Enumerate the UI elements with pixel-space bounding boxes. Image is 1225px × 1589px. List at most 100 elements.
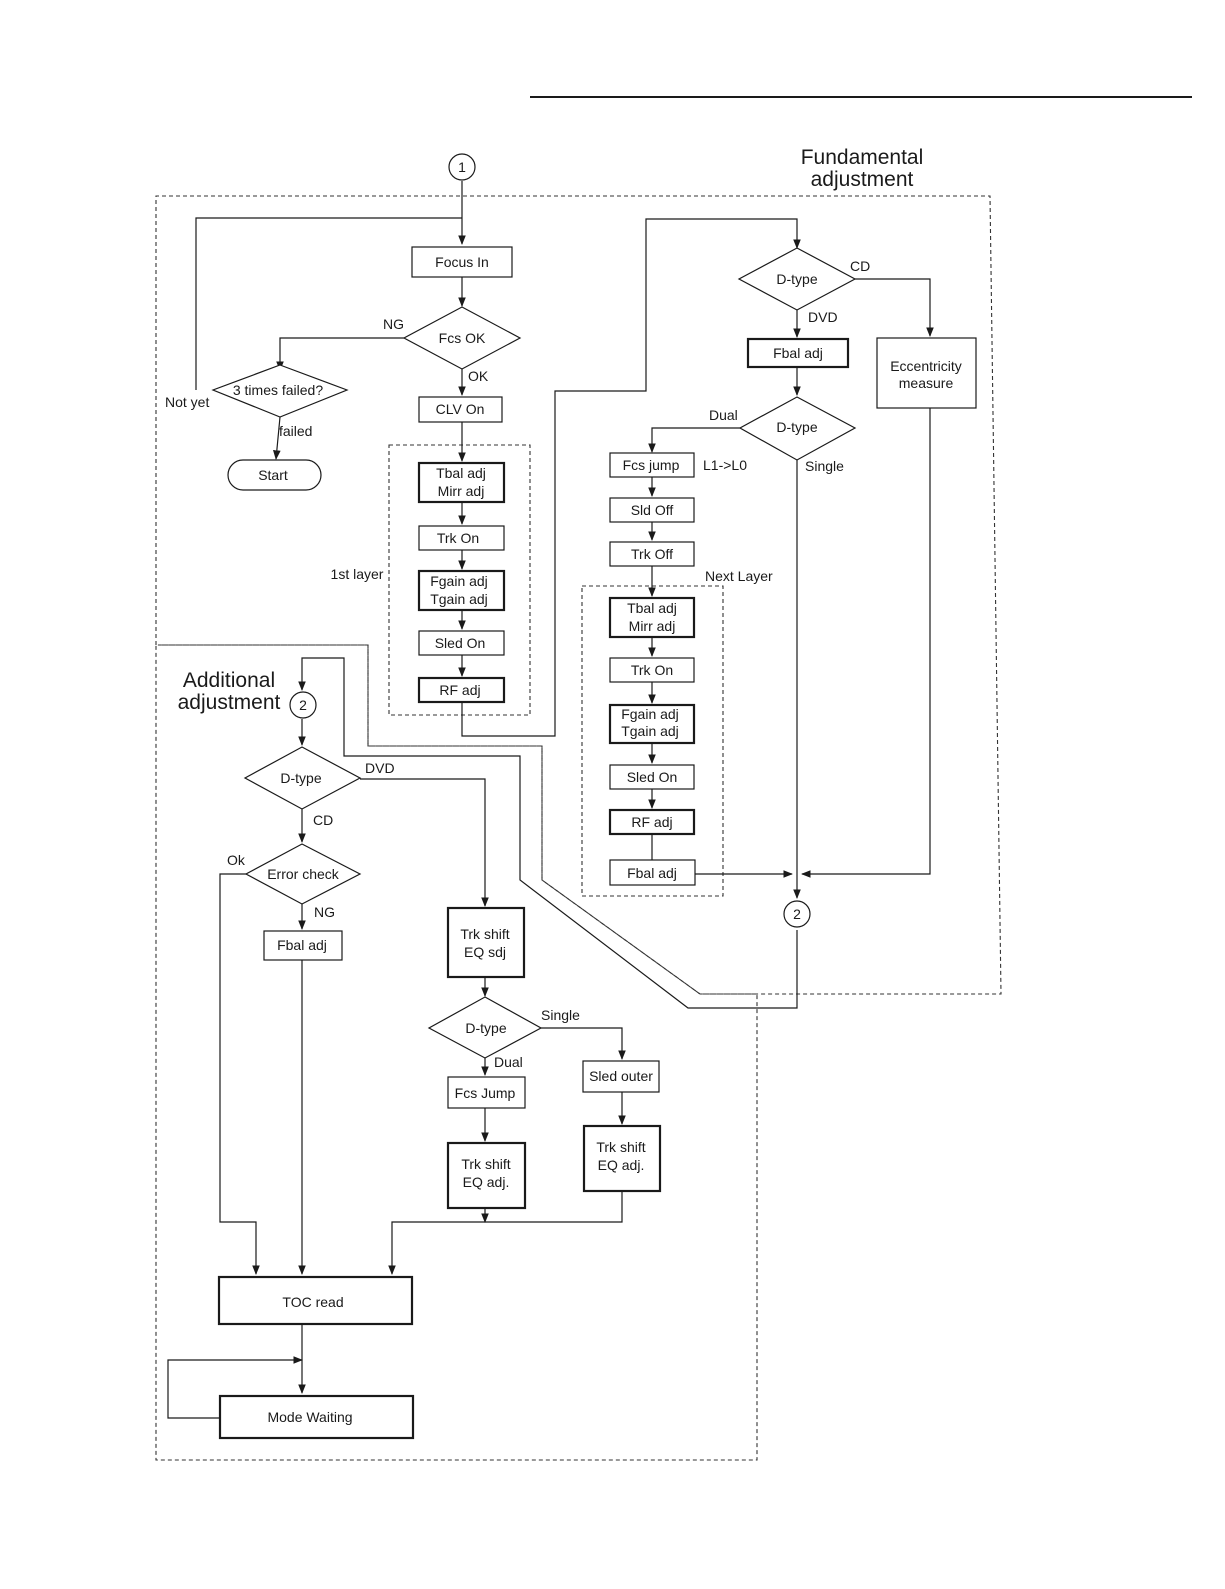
edge-label-ok: OK (468, 368, 489, 384)
svg-text:CLV On: CLV On (436, 401, 485, 417)
edge-label-not-yet: Not yet (165, 394, 209, 410)
svg-text:Start: Start (258, 467, 288, 483)
svg-text:Trk shift: Trk shift (461, 1156, 510, 1172)
eccentricity-measure-box: Eccentricity measure (876, 337, 977, 409)
svg-text:3 times failed?: 3 times failed? (233, 382, 323, 398)
edge-label-add-ok: Ok (227, 852, 246, 868)
clv-on-box: CLV On (418, 396, 503, 423)
focus-in-box: Focus In (411, 246, 513, 278)
sld-off-box: Sld Off (609, 497, 695, 523)
svg-text:Focus In: Focus In (435, 254, 489, 270)
svg-text:Fbal adj: Fbal adj (627, 865, 677, 881)
edge-label-ng: NG (383, 316, 404, 332)
edge-label-single: Single (805, 458, 844, 474)
next-layer-label: Next Layer (705, 568, 773, 584)
rf-adj-box-2: RF adj (608, 808, 696, 836)
trk-shift-eq-sdj-box: Trk shift EQ sdj (446, 906, 526, 979)
fundamental-region (155, 195, 1002, 995)
dtype-decision-additional: D-type (243, 746, 362, 810)
svg-text:TOC read: TOC read (282, 1294, 343, 1310)
svg-text:Tbal adj: Tbal adj (627, 600, 677, 616)
mode-waiting-box: Mode Waiting (218, 1394, 415, 1440)
tbal-mirr-adj-box: Tbal adj Mirr adj (417, 461, 506, 504)
svg-text:EQ adj.: EQ adj. (598, 1157, 645, 1173)
svg-text:RF adj: RF adj (439, 682, 480, 698)
trk-on-box-2: Trk On (609, 657, 695, 683)
connector-1: 1 (448, 153, 476, 181)
svg-text:Tgain adj: Tgain adj (430, 591, 488, 607)
svg-text:Fbal adj: Fbal adj (773, 345, 823, 361)
trk-shift-eq-adj-box-dual: Trk shift EQ adj. (446, 1141, 527, 1210)
svg-text:adjustment: adjustment (178, 691, 281, 714)
edge-label-dual: Dual (709, 407, 738, 423)
edge-label-add-dvd: DVD (365, 760, 395, 776)
dtype-decision-1: D-type (737, 247, 857, 311)
connectors-first-layer (195, 181, 801, 737)
svg-text:Mirr adj: Mirr adj (438, 483, 485, 499)
dtype-decision-additional-2: D-type (427, 996, 543, 1059)
rf-adj-box: RF adj (417, 676, 506, 704)
l1-l0-label: L1->L0 (703, 457, 747, 473)
edge-label-add-single: Single (541, 1007, 580, 1023)
svg-text:Fcs Jump: Fcs Jump (455, 1085, 516, 1101)
svg-text:Fbal adj: Fbal adj (277, 937, 327, 953)
svg-text:Tbal adj: Tbal adj (436, 465, 486, 481)
fbal-adj-box-2: Fbal adj (609, 859, 696, 886)
svg-text:2: 2 (299, 697, 307, 713)
sled-outer-box: Sled outer (582, 1060, 660, 1093)
additional-title: Additional adjustment (178, 669, 281, 714)
svg-text:Sled outer: Sled outer (589, 1068, 653, 1084)
connectors-additional (167, 719, 626, 1419)
error-check-decision: Error check (244, 843, 362, 905)
fcs-jump-box: Fcs jump (609, 452, 695, 478)
edge-label-add-ng: NG (314, 904, 335, 920)
svg-text:Fgain adj: Fgain adj (430, 573, 488, 589)
first-layer-group (388, 444, 531, 716)
connector-2-fundamental: 2 (783, 900, 811, 928)
fcs-ok-decision: Fcs OK (402, 306, 522, 370)
trk-shift-eq-adj-box-single: Trk shift EQ adj. (582, 1124, 662, 1193)
connectors-right (298, 278, 934, 1009)
edge-label-add-cd: CD (313, 812, 333, 828)
start-terminal: Start (227, 459, 322, 491)
svg-text:Mirr adj: Mirr adj (629, 618, 676, 634)
connector-2-additional: 2 (289, 691, 317, 719)
svg-text:Sled On: Sled On (435, 635, 486, 651)
svg-text:Sld Off: Sld Off (631, 502, 674, 518)
edge-label-cd: CD (850, 258, 870, 274)
svg-text:Additional: Additional (183, 669, 275, 692)
edge-label-dvd: DVD (808, 309, 838, 325)
svg-text:D-type: D-type (776, 419, 817, 435)
edge-label-add-dual: Dual (494, 1054, 523, 1070)
svg-text:Error check: Error check (267, 866, 340, 882)
trk-on-box: Trk On (418, 525, 505, 551)
svg-text:Eccentricity: Eccentricity (890, 358, 962, 374)
trk-off-box: Trk Off (609, 541, 695, 567)
fbal-adj-box: Fbal adj (746, 337, 850, 369)
svg-text:2: 2 (793, 906, 801, 922)
svg-text:D-type: D-type (280, 770, 321, 786)
svg-text:EQ sdj: EQ sdj (464, 944, 506, 960)
svg-text:adjustment: adjustment (811, 168, 914, 191)
fgain-tgain-adj-box: Fgain adj Tgain adj (417, 569, 506, 612)
svg-text:RF adj: RF adj (631, 814, 672, 830)
edge-label-failed: failed (279, 423, 312, 439)
dtype-decision-2: D-type (738, 396, 857, 461)
svg-text:measure: measure (899, 375, 954, 391)
svg-text:Fcs OK: Fcs OK (439, 330, 486, 346)
svg-text:Tgain adj: Tgain adj (621, 723, 679, 739)
edge-labels: NG OK Not yet failed CD DVD Dual Single … (165, 258, 870, 1070)
svg-text:Fcs jump: Fcs jump (623, 457, 680, 473)
svg-text:D-type: D-type (776, 271, 817, 287)
svg-text:Trk shift: Trk shift (460, 926, 509, 942)
first-layer-label: 1st layer (331, 566, 384, 582)
svg-text:Trk On: Trk On (631, 662, 673, 678)
fgain-tgain-adj-box-2: Fgain adj Tgain adj (608, 703, 696, 745)
fcs-jump-box-additional: Fcs Jump (447, 1076, 526, 1109)
svg-text:Mode Waiting: Mode Waiting (267, 1409, 352, 1425)
sled-on-box-2: Sled On (609, 764, 695, 790)
additional-region (155, 644, 758, 1461)
svg-text:Fgain adj: Fgain adj (621, 706, 679, 722)
toc-read-box: TOC read (217, 1275, 414, 1326)
